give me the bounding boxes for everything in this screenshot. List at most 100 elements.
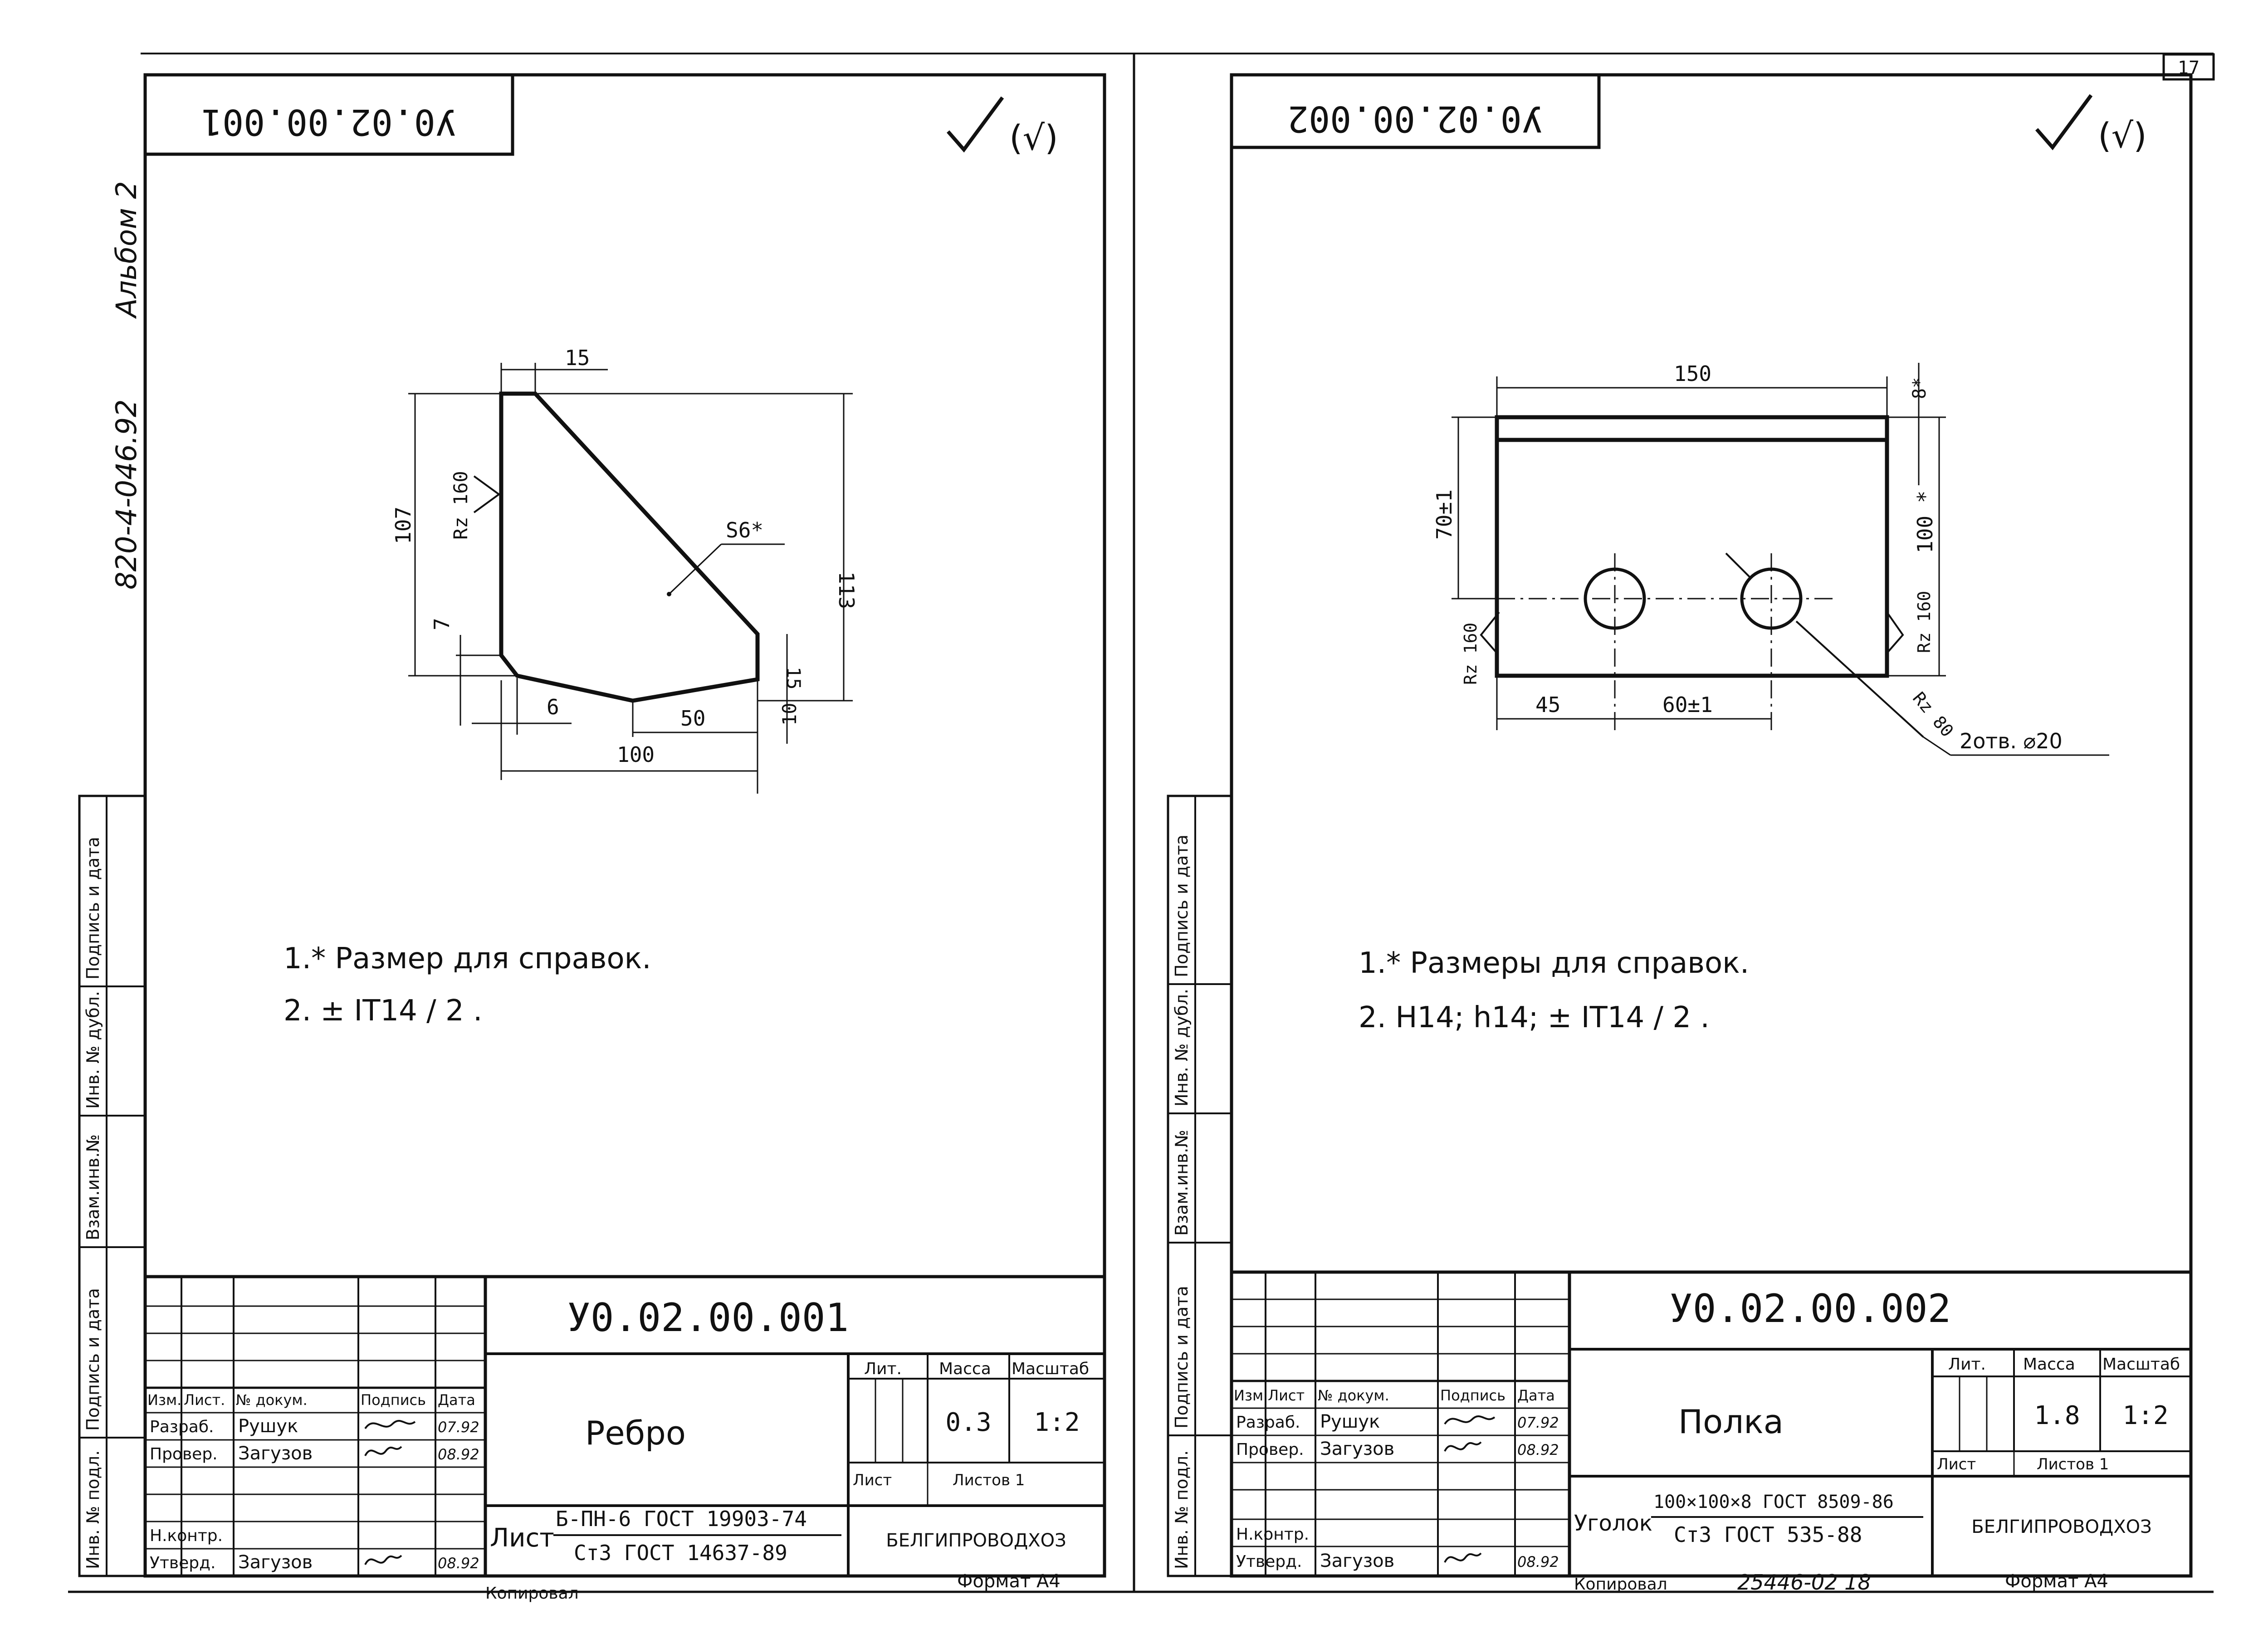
col-header: Масштаб <box>2102 1355 2180 1374</box>
copied-label: Копировал <box>1574 1575 1667 1594</box>
roughness-check-icon <box>2035 94 2093 151</box>
col-header: Лит. <box>1948 1355 1986 1374</box>
roughness-label: Rz 160 <box>1914 591 1934 653</box>
col-header: Лит. <box>864 1360 902 1378</box>
header-cell: № докум. <box>1318 1387 1389 1404</box>
sign-date: 07.92 <box>438 1419 479 1436</box>
role-label: Провер. <box>150 1445 218 1463</box>
role-label: Н.контр. <box>150 1527 223 1545</box>
person-name: Рушук <box>238 1416 298 1437</box>
person-name: Загузов <box>1320 1551 1394 1571</box>
scale-value: 1:2 <box>1034 1408 1080 1437</box>
sheet-frame <box>1230 73 2193 1578</box>
dim-label: 7 <box>430 618 454 630</box>
roughness-label: Rz 160 <box>1461 623 1481 685</box>
signature <box>364 1555 402 1565</box>
person-name: Рушук <box>1320 1411 1380 1432</box>
format-label: Формат А4 <box>2005 1571 2108 1592</box>
drawing-code: У0.02.00.002 <box>1669 1286 1951 1332</box>
dim-label: S6* <box>726 518 763 542</box>
side-label: Подпись и дата <box>1172 1286 1192 1429</box>
code-box-mirror <box>1230 73 1601 149</box>
side-label: Подпись и дата <box>83 1288 103 1431</box>
code-mirror: У0.02.00.001 <box>201 101 457 142</box>
material-top: 100×100×8 ГОСТ 8509-86 <box>1653 1492 1894 1512</box>
signature <box>1444 1552 1482 1563</box>
dim-label: 8* <box>1909 377 1930 399</box>
header-cell: Дата <box>438 1391 475 1409</box>
side-label: Подпись и дата <box>83 837 103 980</box>
material-prefix: Лист <box>490 1523 554 1553</box>
header-cell: № докум. <box>236 1391 308 1409</box>
organization: БЕЛГИПРОВОДХОЗ <box>1971 1517 2152 1537</box>
drawing-code: У0.02.00.001 <box>567 1295 849 1341</box>
side-strip: Подпись и дата Инв. № дубл. Взам.инв.№ П… <box>1167 795 1233 1577</box>
note-1: 1.* Размер для справок. <box>284 942 651 976</box>
header-cell: Изм. <box>147 1391 181 1409</box>
col-header: Масса <box>939 1360 991 1378</box>
holes-label: 2отв. ⌀20 <box>1960 729 2063 753</box>
dim-label: 150 <box>1674 361 1711 386</box>
header-cell: Изм. <box>1234 1387 1268 1404</box>
note-2: 2. ± IT14 / 2 . <box>284 994 482 1028</box>
person-name: Загузов <box>238 1552 313 1573</box>
organization: БЕЛГИПРОВОДХОЗ <box>886 1530 1066 1551</box>
series-code: 820-4-046.92 <box>110 400 143 590</box>
mass-value: 1.8 <box>2034 1401 2080 1430</box>
role-label: Провер. <box>1236 1440 1304 1459</box>
dim-label: 113 <box>834 571 859 609</box>
album-label: Альбом 2 <box>110 181 143 319</box>
material-bottom: Ст3 ГОСТ 14637-89 <box>574 1541 787 1565</box>
dim-label: 15 <box>782 667 805 690</box>
scale-value: 1:2 <box>2122 1401 2168 1430</box>
col-header: Масса <box>2023 1355 2075 1374</box>
side-label: Подпись и дата <box>1172 834 1192 977</box>
person-name: Загузов <box>1320 1439 1394 1459</box>
part-drawing-rib: 15 107 113 7 6 50 15 10 100 <box>391 346 859 794</box>
side-strip: Подпись и дата Инв. № дубл. Взам.инв.№ П… <box>78 795 147 1577</box>
title-block: Изм. Лист № докум. Подпись Дата Разраб. … <box>1232 1270 2191 1576</box>
dim-label: 107 <box>391 507 415 544</box>
role-label: Разраб. <box>1236 1413 1300 1432</box>
sheets-count: Листов 1 <box>953 1471 1025 1489</box>
dim-label: 6 <box>547 695 559 719</box>
part-name: Полка <box>1678 1403 1784 1441</box>
dim-label: 50 <box>680 706 705 731</box>
signature <box>364 1419 416 1429</box>
roughness-mark: (√) <box>1009 117 1058 158</box>
role-label: Н.контр. <box>1236 1525 1309 1544</box>
title-block: Изм. Лист. № докум. Подпись Дата Разраб.… <box>145 1275 1105 1576</box>
header-cell: Подпись <box>1440 1387 1505 1404</box>
sign-date: 08.92 <box>438 1446 479 1463</box>
sheet-label: Лист <box>853 1471 892 1489</box>
note-2: 2. H14; h14; ± IT14 / 2 . <box>1359 1001 1710 1034</box>
roughness-check-icon <box>946 96 1004 153</box>
material-bottom: Ст3 ГОСТ 535-88 <box>1674 1522 1862 1547</box>
sign-date: 07.92 <box>1517 1414 1559 1431</box>
sign-date: 08.92 <box>1517 1441 1559 1458</box>
sheets-count: Листов 1 <box>2037 1455 2109 1473</box>
sheet-right: У0.02.00.002 (√) Подпись и дата Инв. № д… <box>1167 73 2193 1595</box>
signature <box>1444 1415 1496 1425</box>
side-label: Инв. № подл. <box>1172 1450 1192 1569</box>
mass-value: 0.3 <box>945 1408 991 1437</box>
roughness-label: Rz 160 <box>450 471 472 540</box>
side-label: Взам.инв.№ <box>83 1134 103 1240</box>
dim-label: 100 <box>617 742 655 767</box>
part-drawing-shelf: 150 8* 100 * 70±1 45 60±1 2отв. ⌀20 Rz 8… <box>1432 361 2109 756</box>
dim-label: 10 <box>778 702 801 726</box>
dim-label: 100 * <box>1913 491 1937 553</box>
material-top: Б-ПН-6 ГОСТ 19903-74 <box>556 1507 807 1531</box>
copy-number: 25446-02 18 <box>1737 1570 1871 1595</box>
person-name: Загузов <box>238 1443 313 1464</box>
col-header: Масштаб <box>1012 1360 1089 1378</box>
side-label: Инв. № дубл. <box>83 991 103 1109</box>
sign-date: 08.92 <box>1517 1553 1559 1571</box>
signature <box>364 1446 402 1456</box>
sheet-left: У0.02.00.001 (√) Подпись и дата Инв. № д… <box>78 73 1106 1603</box>
roughness-mark: (√) <box>2098 115 2147 156</box>
header-cell: Лист. <box>184 1391 225 1409</box>
role-label: Разраб. <box>150 1418 214 1436</box>
dim-label: 45 <box>1535 693 1560 717</box>
